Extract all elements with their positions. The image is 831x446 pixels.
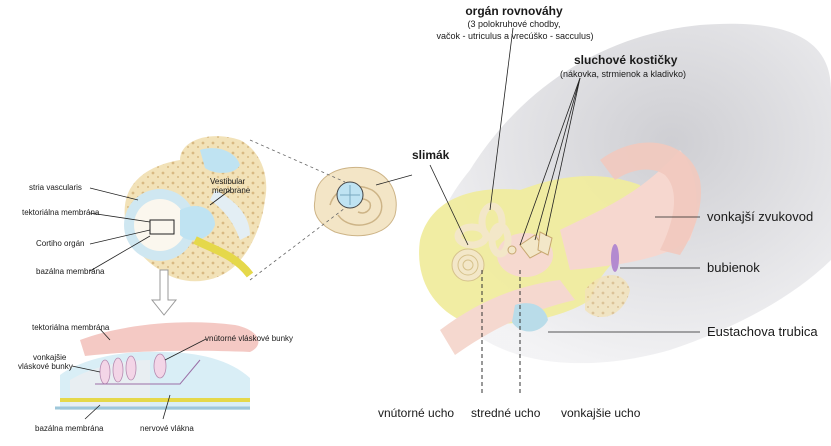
balance-organ-sub1: (3 polokruhové chodby, bbox=[467, 19, 561, 29]
zoom-arrow bbox=[150, 269, 178, 316]
cochlea-label: slimák bbox=[412, 148, 450, 162]
eardrum-shape bbox=[611, 244, 619, 272]
tectorial-label-2: tektoriálna membrána bbox=[32, 323, 110, 332]
eustachian-blue bbox=[512, 303, 548, 332]
cochlea-extracted bbox=[313, 166, 397, 237]
outer-ear-label: vonkajšie ucho bbox=[561, 406, 641, 420]
semicircular-canals bbox=[454, 202, 512, 258]
zoom-lines bbox=[249, 139, 346, 281]
inner-hair-label: vnútorné vláskové bunky bbox=[205, 334, 294, 343]
cochlea-cross-section bbox=[124, 136, 267, 282]
mastoid-bone bbox=[585, 275, 630, 318]
stria-label: stria vascularis bbox=[29, 183, 82, 192]
ossicles bbox=[507, 231, 553, 259]
cochlea-in-skull bbox=[451, 248, 485, 282]
vestibular-label-2: membrane bbox=[212, 186, 251, 195]
balance-organ-title: orgán rovnováhy bbox=[465, 4, 563, 18]
ear-canal-shape bbox=[560, 150, 697, 270]
basilar-label-1: bazálna membrána bbox=[36, 267, 105, 276]
ear-canal-label: vonkajší zvukovod bbox=[707, 209, 814, 224]
eardrum-label: bubienok bbox=[707, 260, 760, 275]
ossicles-sub: (nákovka, strmienok a kladivko) bbox=[560, 69, 687, 79]
basilar-label-2: bazálna membrána bbox=[35, 424, 104, 433]
eustachian-label: Eustachova trubica bbox=[707, 324, 818, 339]
pointer-lines bbox=[71, 27, 700, 420]
balance-organ-sub2: vačok - utriculus a vrecúško - sacculus) bbox=[436, 31, 594, 41]
tectorial-label-1: tektoriálna membrána bbox=[22, 208, 100, 217]
outer-hair-label-2: vláskové bunky bbox=[18, 362, 73, 371]
organ-of-corti bbox=[55, 322, 259, 410]
nerve-label: nervové vlákna bbox=[140, 424, 194, 433]
inner-ear-label: vnútorné ucho bbox=[378, 406, 455, 420]
auricle bbox=[600, 142, 701, 255]
ossicles-title: sluchové kostičky bbox=[574, 53, 678, 67]
outer-hair-label-1: vonkajšie bbox=[33, 353, 67, 362]
corti-label: Cortiho orgán bbox=[36, 239, 85, 248]
vestibular-label-1: Vestibular bbox=[210, 177, 246, 186]
middle-ear-label: stredné ucho bbox=[471, 406, 541, 420]
eustachian-tube-shape bbox=[440, 280, 575, 355]
